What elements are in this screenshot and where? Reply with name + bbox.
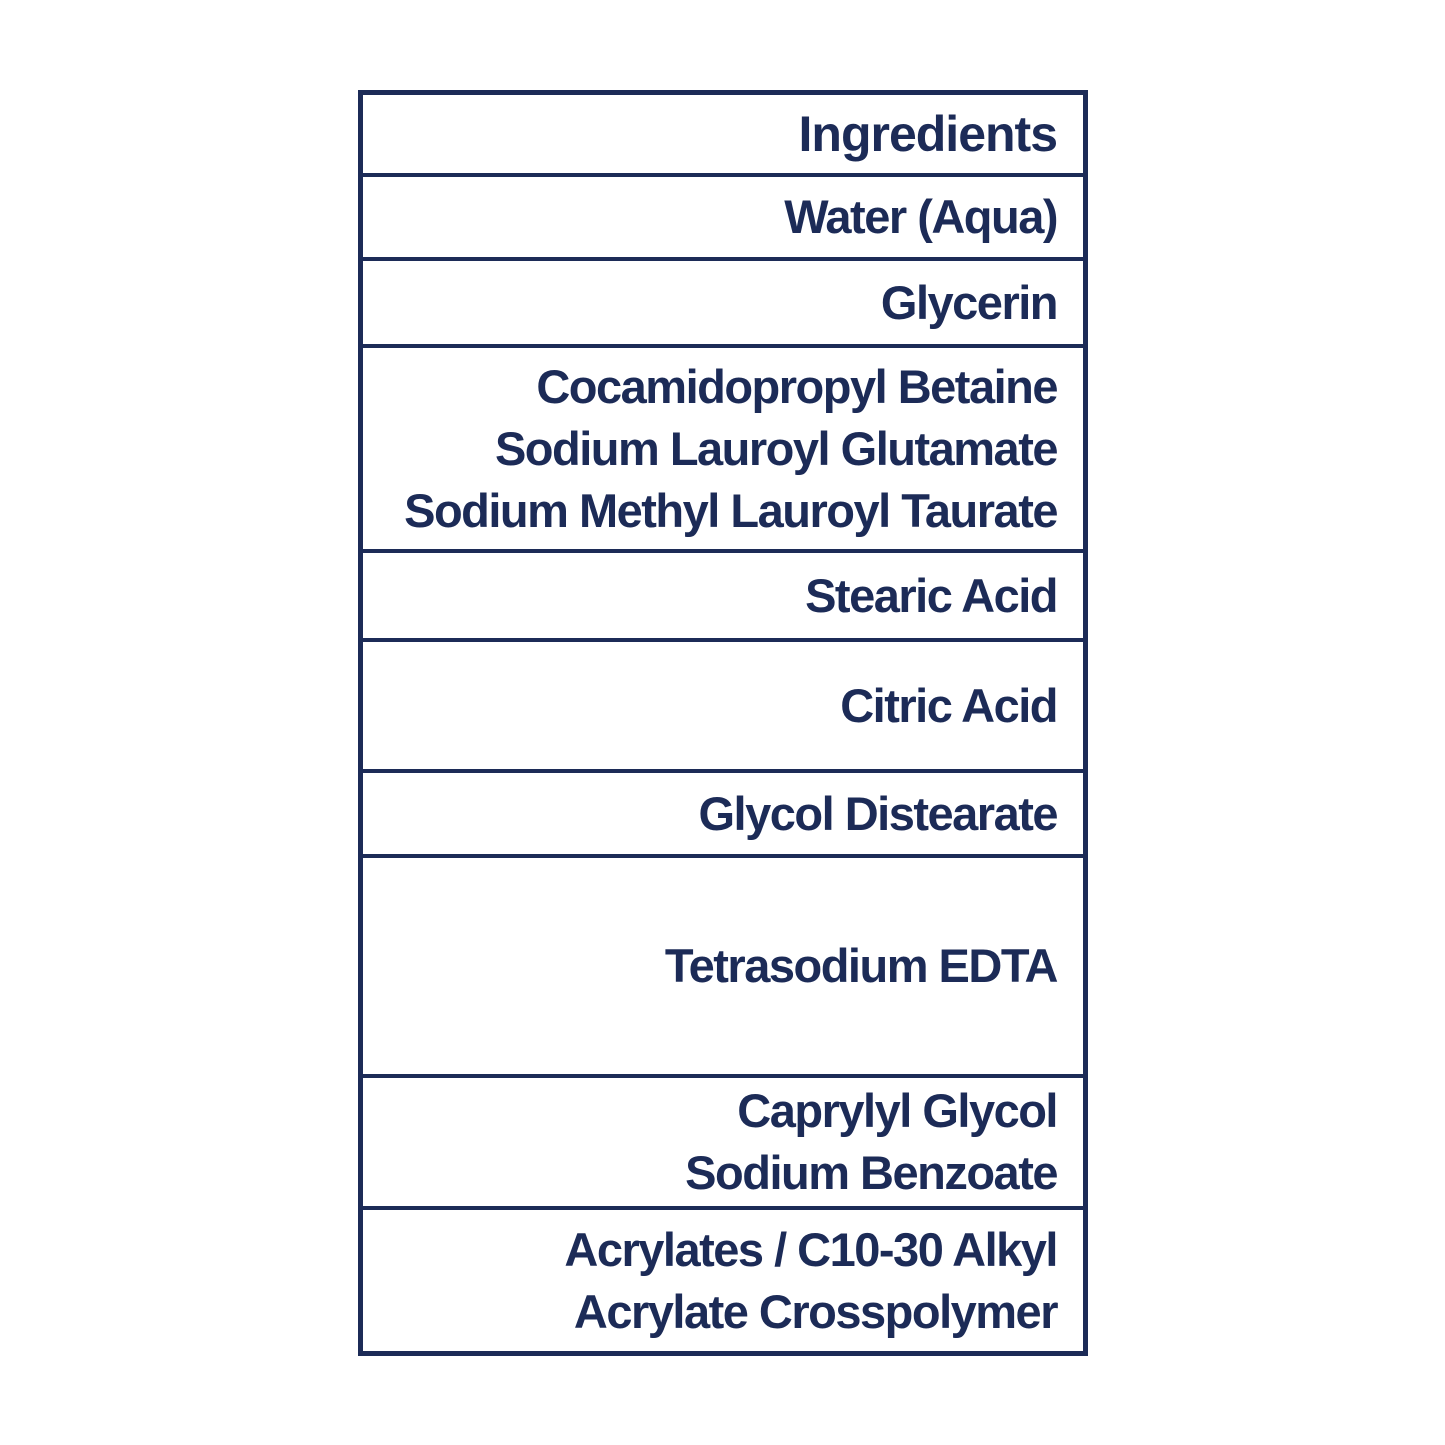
ingredient-text: Tetrasodium EDTA	[664, 939, 1059, 992]
ingredient-row-tetrasodium-edta: Tetrasodium EDTA	[363, 854, 1083, 1074]
ingredient-text: Glycol Distearate	[698, 786, 1058, 840]
ingredient-text: Cocamidopropyl Betaine	[536, 359, 1058, 413]
header-row: Ingredients	[363, 95, 1083, 173]
ingredients-table: Ingredients Water (Aqua) Glycerin Cocami…	[358, 90, 1088, 1356]
ingredient-text: Caprylyl Glycol	[737, 1084, 1058, 1137]
table-title: Ingredients	[798, 106, 1058, 162]
ingredient-text: Acrylate Crosspolymer	[573, 1284, 1059, 1338]
ingredient-row-preservatives: Caprylyl Glycol Sodium Benzoate	[363, 1074, 1083, 1206]
ingredient-text: Acrylates / C10-30 Alkyl	[564, 1222, 1058, 1276]
ingredient-text: Sodium Methyl Lauroyl Taurate	[404, 483, 1058, 537]
ingredient-text: Citric Acid	[840, 678, 1058, 732]
ingredient-text: Sodium Lauroyl Glutamate	[494, 421, 1059, 475]
ingredient-row-acrylates: Acrylates / C10-30 Alkyl Acrylate Crossp…	[363, 1206, 1083, 1351]
ingredient-row-water: Water (Aqua)	[363, 173, 1083, 257]
ingredient-text: Sodium Benzoate	[685, 1146, 1058, 1199]
ingredient-row-stearic-acid: Stearic Acid	[363, 549, 1083, 638]
ingredient-row-glycerin: Glycerin	[363, 257, 1083, 344]
ingredient-text: Glycerin	[880, 275, 1059, 329]
ingredient-text: Stearic Acid	[805, 568, 1058, 622]
ingredient-row-citric-acid: Citric Acid	[363, 638, 1083, 769]
ingredient-text: Water (Aqua)	[784, 190, 1058, 243]
ingredient-row-surfactants: Cocamidopropyl Betaine Sodium Lauroyl Gl…	[363, 344, 1083, 549]
ingredient-row-glycol-distearate: Glycol Distearate	[363, 769, 1083, 854]
